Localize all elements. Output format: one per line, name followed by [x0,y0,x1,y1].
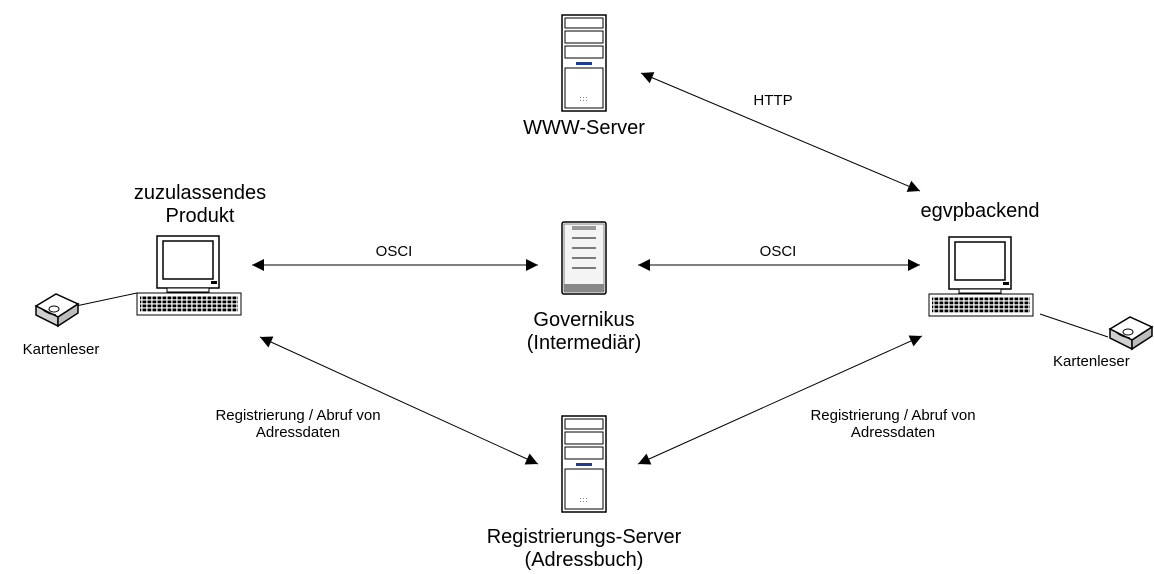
egvpbackend-label: egvpbackend [920,200,1040,222]
www-server-icon [561,14,607,112]
card-reader-left-label: Kartenleser [22,341,100,358]
registration-server-label: Registrierungs-Server (Adressbuch) [486,526,682,571]
card-reader-right-icon [1108,316,1154,351]
www-server-label: WWW-Server [523,117,645,139]
osci-label-left: OSCI [375,243,413,260]
registration-connection-left [259,336,539,465]
card-reader-left-icon [34,293,80,328]
product-label: zuzulassendes Produkt [133,182,267,227]
registration-label-right: Registrierung / Abruf von Adressdaten [810,407,976,442]
product-computer-icon [136,235,242,316]
registration-label-left: Registrierung / Abruf von Adressdaten [215,407,381,442]
card-reader-right-label: Kartenleser [1053,353,1130,370]
egvpbackend-computer-icon [928,236,1034,317]
osci-label-right: OSCI [759,243,797,260]
registration-connection-right [637,335,923,465]
registration-server-icon [561,415,607,513]
http-label: HTTP [753,92,793,109]
governikus-server-icon [561,221,607,295]
card-reader-cable-right [1039,313,1109,338]
http-connection [640,72,921,192]
governikus-label: Governikus (Intermediär) [526,309,642,354]
